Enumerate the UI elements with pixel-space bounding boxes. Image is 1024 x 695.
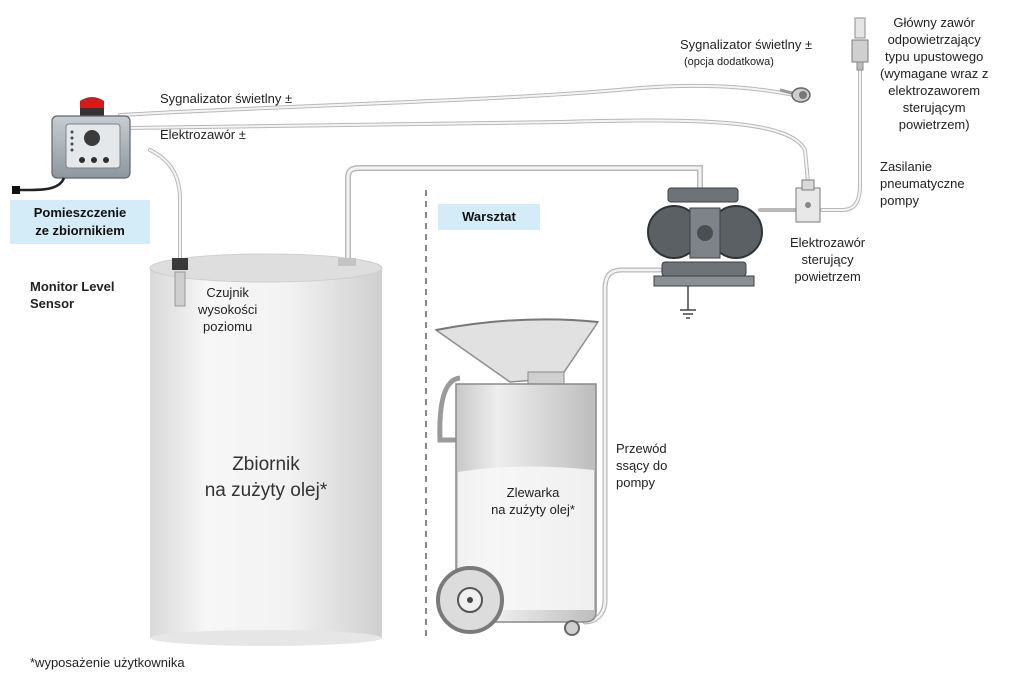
label-suction-line1: Przewód [616,441,667,456]
control-box-buttons [79,157,109,163]
label-main-valve: Główny zawór odpowietrzający typu upusto… [880,14,988,133]
label-air-supply-line1: Zasilanie [880,159,933,174]
label-monitor-line2: Sensor [30,296,75,311]
room-tag-tank: Pomieszczenie ze zbiornikiem [10,200,150,244]
solenoid-cable-inner [124,119,809,183]
pump-manifold-bottom [661,261,747,277]
label-air-supply-line3: pompy [880,193,920,208]
power-plug [12,186,20,194]
oil-drain-cart [434,318,600,636]
room-tag-workshop: Warsztat [438,204,540,230]
sensor-probe [174,271,186,307]
label-suction-line3: pompy [616,475,656,490]
tank-port [338,258,356,266]
label-main-valve-line7: powietrzem) [898,117,970,132]
label-level-sensor-line1: Czujnik [206,285,249,300]
label-optional-note: (opcja dodatkowa) [684,56,774,68]
drain-funnel [434,318,600,383]
sensor-head [172,258,188,270]
label-main-valve-line3: typu upustowego [885,49,984,64]
footnote: *wyposażenie użytkownika [30,655,185,670]
drain-handle [437,375,461,443]
main-bleed-valve [851,17,869,71]
label-air-solenoid: Elektrozawór sterujący powietrzem [790,234,865,285]
oil-tank [149,253,383,646]
control-box [12,97,131,194]
room-tag-line1: Pomieszczenie [33,205,127,220]
label-air-solenoid-line2: sterujący [801,252,854,267]
label-tank-line1: Zbiornik [232,454,300,475]
control-box-panel [65,123,121,169]
beacon-red [80,97,104,108]
label-beacon: Sygnalizator świetlny ± [160,91,293,106]
label-drain-line1: Zlewarka [506,485,560,500]
label-level-sensor-line2: wysokości [198,302,258,317]
label-suction: Przewód ssący do pompy [616,440,667,491]
label-level-sensor: Czujnik wysokości poziomu [198,284,257,335]
diaphragm-pump [647,187,763,319]
tank-top [149,253,383,283]
air-supply-line [820,58,862,212]
drain-caster [564,620,580,636]
control-box-leds [70,130,74,152]
air-supply-line-inner [821,59,861,211]
label-air-solenoid-line3: powietrzem [794,269,861,284]
label-solenoid-line: Elektrozawór ± [160,127,246,142]
pump-manifold-top [667,187,739,203]
suction-hose-inner [583,268,662,624]
label-optional-beacon: Sygnalizator świetlny ± [680,37,813,52]
label-main-valve-line5: elektrozaworem [888,83,981,98]
control-box-logo [84,130,100,146]
label-suction-line2: ssący do [616,458,668,473]
label-tank: Zbiornik na zużyty olej* [170,452,362,504]
pump-base [653,275,755,287]
beacon-cable-inner [119,84,801,116]
sensor-cable [148,148,182,264]
label-monitor: Monitor Level Sensor [30,278,115,312]
tank-pump-pipe-inner [346,166,702,264]
air-solenoid [795,179,821,223]
label-drain-line2: na zużyty olej* [491,502,575,517]
power-cord [18,177,66,192]
label-air-solenoid-line1: Elektrozawór [790,235,866,250]
label-air-supply: Zasilanie pneumatyczne pompy [880,158,965,209]
label-level-sensor-line3: poziomu [203,319,253,334]
label-main-valve-line2: odpowietrzający [887,32,981,47]
tank-bottom [150,630,382,646]
sensor-cable-inner [149,149,181,263]
optional-beacon [779,87,811,103]
pipes [118,58,862,625]
drain-funnel-rim [435,318,599,331]
label-main-valve-line4: (wymagane wraz z [880,66,989,81]
room-tag-line2: ze zbiornikiem [35,223,125,238]
label-air-supply-line2: pneumatyczne [880,176,965,191]
label-main-valve-line1: Główny zawór [893,15,975,30]
beacon-base [80,108,104,116]
label-tank-line2: na zużyty olej* [204,480,328,501]
label-drain: Zlewarka na zużyty olej* [478,484,588,518]
tank-body [150,268,382,638]
label-monitor-line1: Monitor Level [30,279,115,294]
label-main-valve-line6: sterującym [902,100,966,115]
